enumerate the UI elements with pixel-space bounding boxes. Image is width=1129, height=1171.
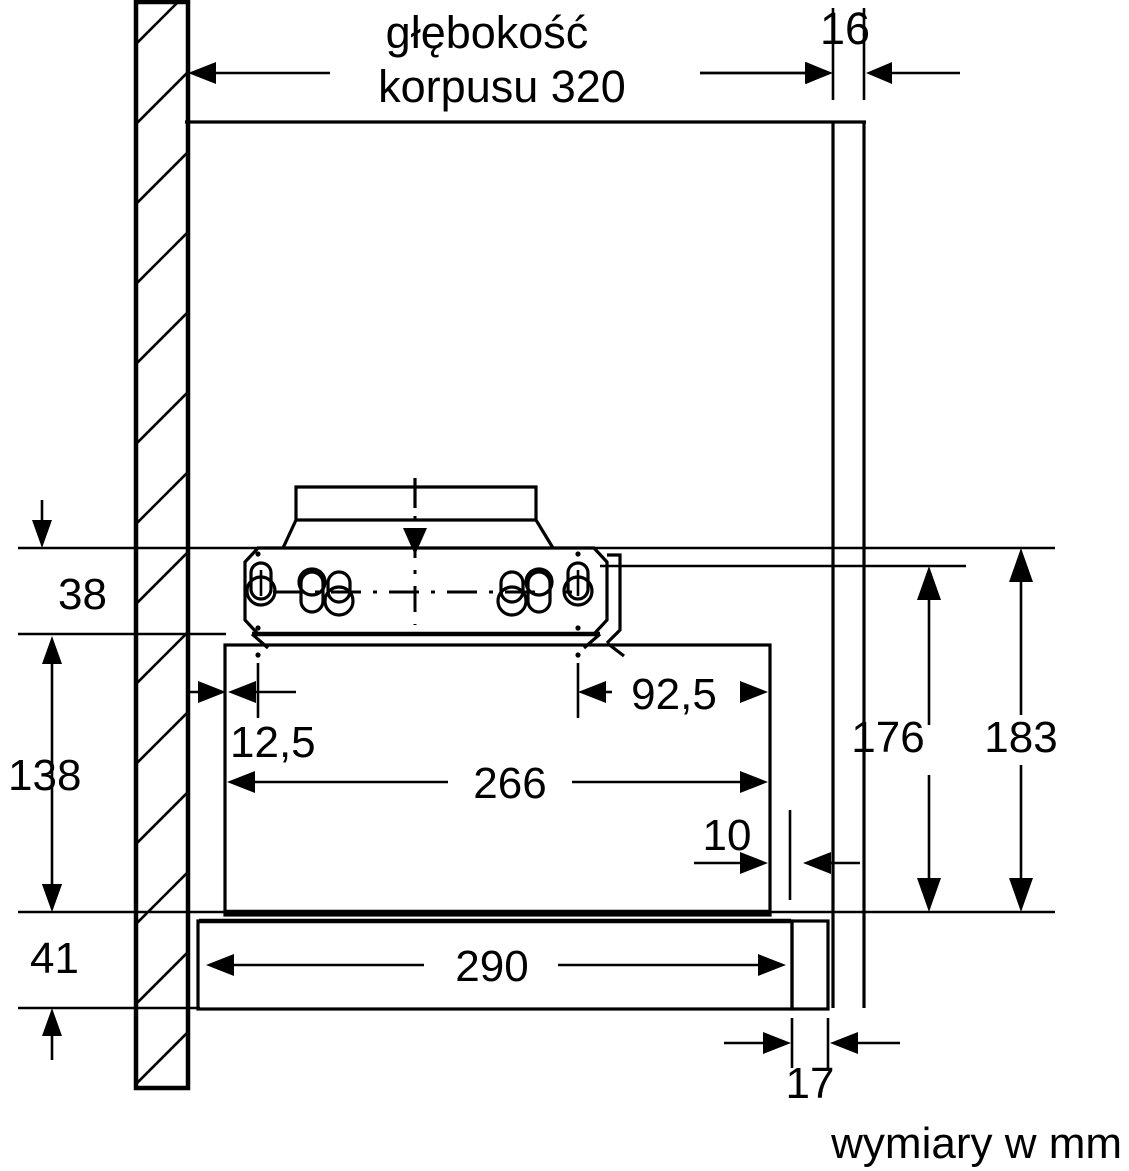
dim-17: 17 — [724, 1018, 900, 1108]
dim-41-label: 41 — [30, 934, 79, 983]
wall-hatching — [136, 2, 188, 1086]
bracket-lug-outline — [605, 553, 622, 645]
dim-266-label: 266 — [473, 759, 546, 808]
dim-10: 10 — [694, 810, 860, 900]
keyhole-slot-left-pair-b — [323, 570, 355, 617]
dim-183-label: 183 — [984, 713, 1057, 762]
wall-to-body-arrow — [186, 681, 226, 703]
units-caption: wymiary w mm — [830, 1119, 1122, 1168]
keyhole-slot-right-outer — [562, 561, 594, 607]
dim-front-panel-16: 16 — [700, 3, 960, 100]
dim-138-label: 138 — [8, 751, 81, 800]
dim-176: 176 — [851, 566, 941, 912]
dim-290-label: 290 — [455, 942, 528, 991]
dim-10-label: 10 — [703, 811, 752, 860]
wall-outline — [133, 0, 191, 1091]
dim-38: 38 — [32, 500, 107, 619]
dim-cabinet-depth-320: głębokość korpusu 320 — [188, 7, 833, 112]
keyhole-slot-left-outer — [245, 561, 277, 607]
drawer-handle — [790, 919, 830, 1011]
centre-lines — [273, 478, 572, 625]
dim-183: 183 — [984, 548, 1058, 912]
dim-92-5-label: 92,5 — [631, 670, 717, 719]
duct-collar-right-taper — [534, 519, 555, 549]
dim-12-5-label: 12,5 — [230, 718, 316, 767]
keyhole-slot-right-pair-a — [496, 570, 528, 617]
hood-skirt-lug — [606, 641, 625, 658]
dim-176-label: 176 — [851, 713, 924, 762]
duct-collar — [281, 485, 555, 549]
dim-266: 266 — [227, 759, 768, 808]
construction-ticks — [255, 551, 581, 631]
bracket-right-lug — [605, 553, 622, 645]
dim-290: 290 — [206, 942, 786, 991]
dim-41: 41 — [30, 884, 79, 1060]
centre-arrow-down — [403, 528, 427, 555]
duct-collar-left-taper — [281, 519, 298, 549]
pullout-drawer — [196, 918, 830, 1011]
dim-16-label: 16 — [820, 3, 870, 54]
keyhole-slots — [245, 561, 594, 617]
dim-138: 138 — [8, 636, 81, 912]
dim-38-label: 38 — [58, 570, 107, 619]
hood-body-outline — [223, 643, 772, 917]
dim-92-5: 92,5 — [575, 652, 768, 719]
wall-section — [133, 0, 191, 1091]
dim-12-5: 12,5 — [228, 652, 316, 767]
hood-skirt-left — [250, 632, 270, 650]
dim-17-label: 17 — [786, 1059, 835, 1108]
dim-320-label-line1: głębokość — [386, 7, 589, 58]
hood-skirt-right — [582, 632, 602, 650]
reference-lines — [18, 546, 1055, 1010]
dim-320-label-line2: korpusu 320 — [378, 61, 626, 112]
